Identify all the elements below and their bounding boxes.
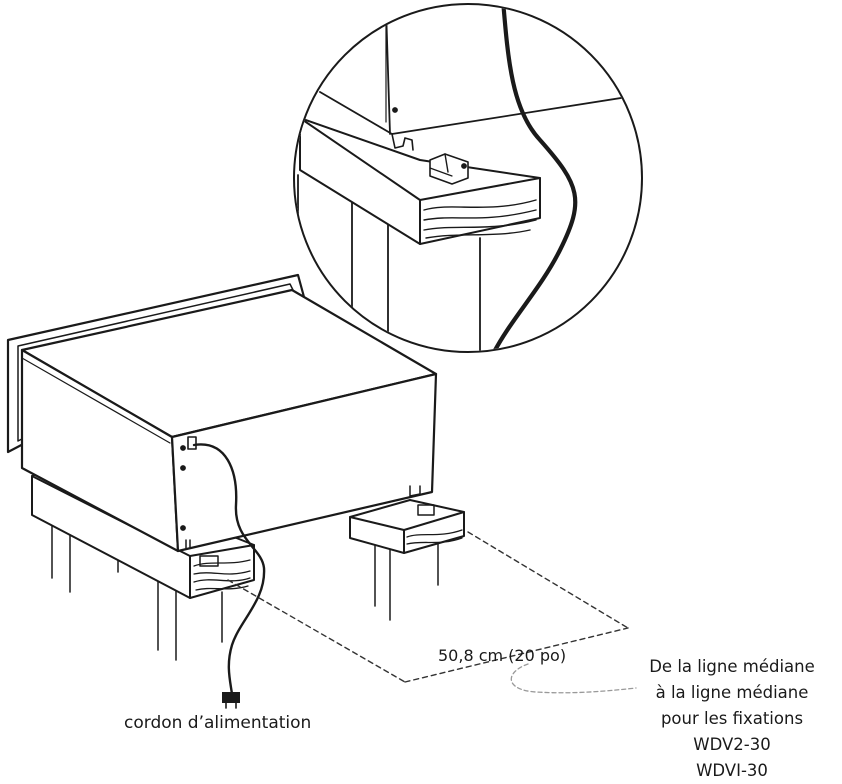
centerline-note-line-2: à la ligne médiane [655, 683, 809, 702]
power-cord-label: cordon d’alimentation [124, 713, 312, 733]
dimension-lines [228, 532, 628, 682]
centerline-note-model-1: WDV2-30 [693, 735, 771, 754]
leader-line [511, 664, 636, 693]
appliance-box [22, 290, 436, 551]
centerline-note-line-1: De la ligne médiane [649, 657, 815, 676]
detail-circle [294, 0, 642, 356]
right-wood-block [350, 500, 464, 620]
power-cord [194, 444, 264, 708]
centerline-note: De la ligne médiane à la ligne médiane p… [612, 654, 842, 784]
centerline-note-line-3: pour les fixations [660, 709, 804, 728]
dimension-label: 50,8 cm (20 po) [438, 646, 567, 665]
centerline-note-model-2: WDVI-30 [696, 761, 768, 780]
